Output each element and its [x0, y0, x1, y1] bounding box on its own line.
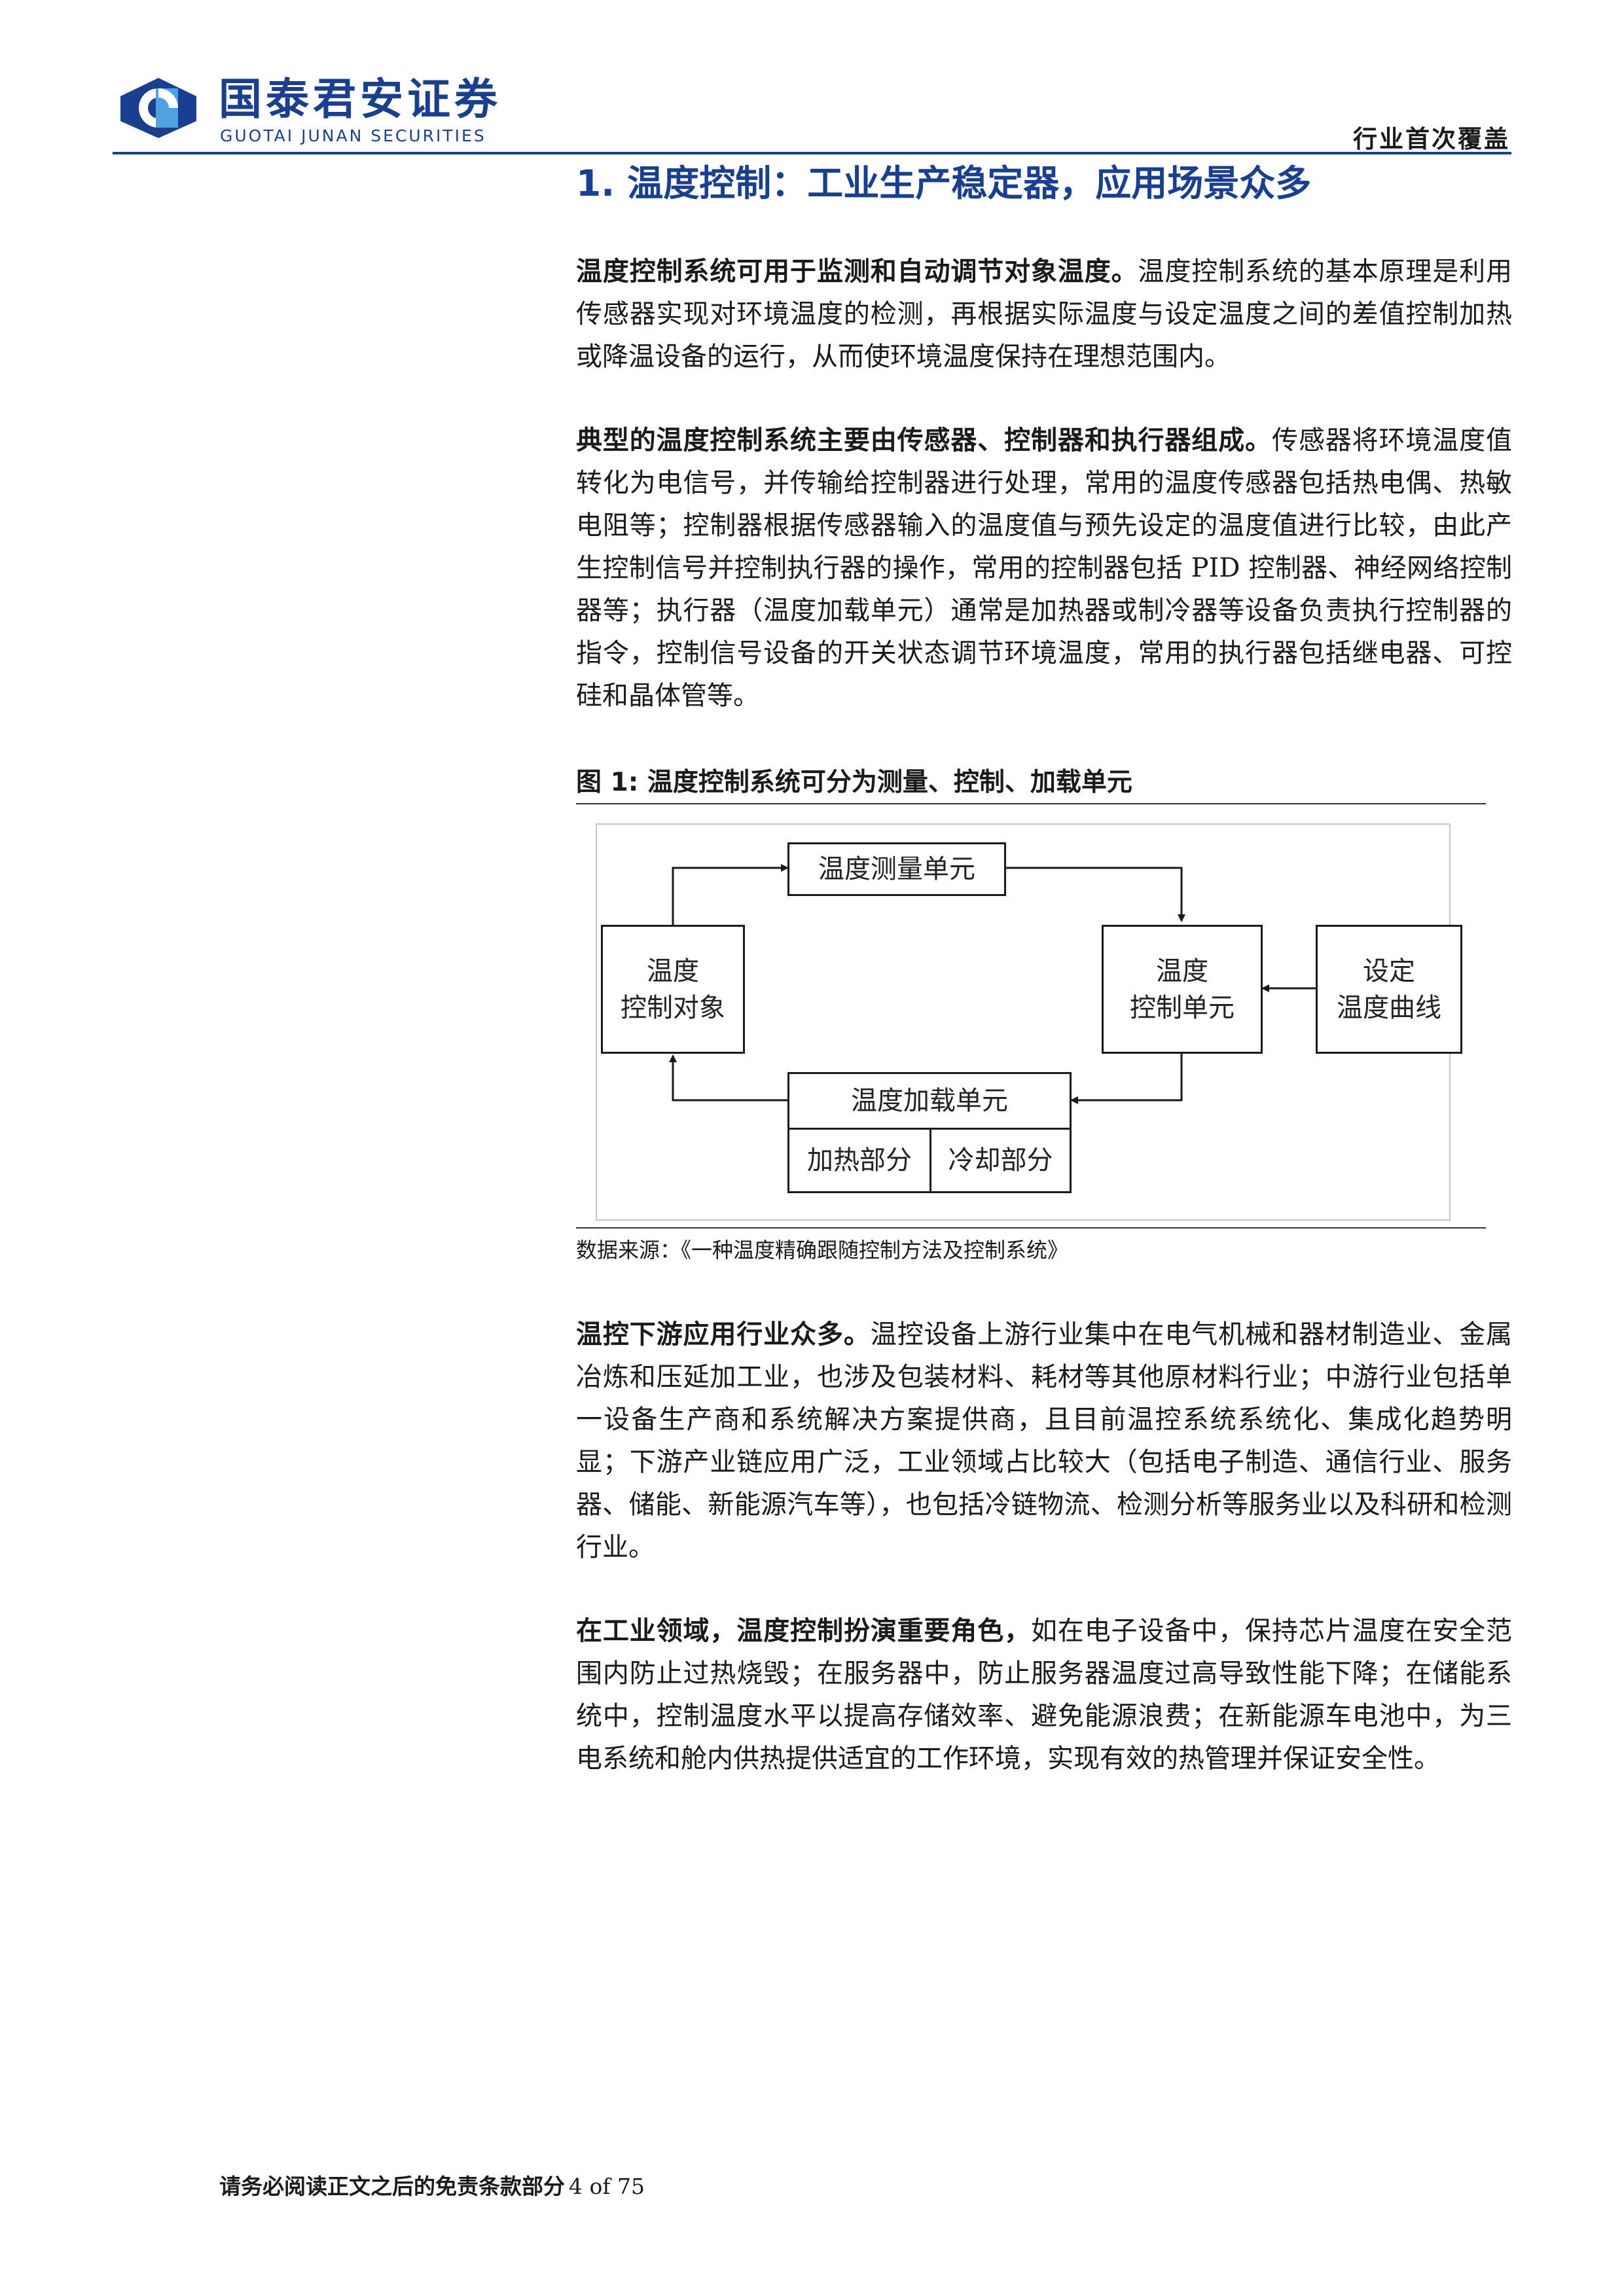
paragraph-4: 在工业领域，温度控制扮演重要角色，如在电子设备中，保持芯片温度在安全范围内防止过…: [576, 1610, 1512, 1780]
header-divider: [113, 152, 1511, 154]
paragraph-1-lead: 温度控制系统可用于监测和自动调节对象温度。: [576, 257, 1138, 287]
box-heating-part: 加热部分: [787, 1128, 931, 1193]
logo-mark-icon: [120, 78, 196, 138]
box-measure-unit: 温度测量单元: [787, 842, 1006, 896]
box-control-object-line2: 控制对象: [621, 992, 725, 1023]
paragraph-2: 典型的温度控制系统主要由传感器、控制器和执行器组成。传感器将环境温度值转化为电信…: [576, 420, 1512, 717]
paragraph-3: 温控下游应用行业众多。温控设备上游行业集中在电气机械和器材制造业、金属冶炼和压延…: [576, 1314, 1512, 1569]
arrow-object-to-measure: [672, 864, 789, 925]
section-title: 1. 温度控制：工业生产稳定器，应用场景众多: [576, 162, 1312, 204]
paragraph-1: 温度控制系统可用于监测和自动调节对象温度。温度控制系统的基本原理是利用传感器实现…: [576, 251, 1512, 378]
paragraph-3-lead: 温控下游应用行业众多。: [576, 1319, 871, 1350]
box-control-unit: 温度控制单元: [1102, 925, 1263, 1054]
figure-top-rule: [576, 803, 1486, 804]
arrow-measure-to-control: [941, 867, 1185, 922]
figure-title: 图 1: 温度控制系统可分为测量、控制、加载单元: [576, 768, 1132, 797]
paragraph-4-lead: 在工业领域，温度控制扮演重要角色，: [576, 1616, 1031, 1646]
report-type-label: 行业首次覆盖: [1353, 125, 1510, 153]
company-logo: 国泰君安证券 GUOTAI JUNAN SECURITIES: [113, 75, 623, 147]
box-control-object-line1: 温度: [647, 956, 699, 986]
box-control-unit-line1: 温度: [1156, 956, 1208, 986]
paragraph-2-lead: 典型的温度控制系统主要由传感器、控制器和执行器组成。: [576, 425, 1272, 456]
box-control-unit-line2: 控制单元: [1130, 992, 1235, 1023]
paragraph-2-body: 传感器将环境温度值转化为电信号，并传输给控制器进行处理，常用的温度传感器包括热电…: [576, 425, 1513, 711]
figure-source: 数据来源：《一种温度精确跟随控制方法及控制系统》: [576, 1238, 1069, 1263]
box-setpoint-line1: 设定: [1363, 956, 1415, 986]
box-cooling-part: 冷却部分: [929, 1128, 1072, 1193]
arrow-load-to-object: [669, 1054, 787, 1102]
brand-name-en: GUOTAI JUNAN SECURITIES: [220, 126, 486, 145]
box-control-object: 温度控制对象: [601, 925, 745, 1054]
diagram-connectors: [669, 864, 1316, 1104]
footer-disclaimer: 请务必阅读正文之后的免责条款部分: [219, 2174, 565, 2199]
box-load-unit: 温度加载单元: [787, 1072, 1072, 1130]
control-system-diagram: 温度测量单元 温度控制对象 温度控制单元 设定温度曲线 温度加载单元 加热部分 …: [576, 808, 1486, 1221]
paragraph-3-body: 温控设备上游行业集中在电气机械和器材制造业、金属冶炼和压延加工业，也涉及包装材料…: [576, 1319, 1513, 1562]
box-setpoint-line2: 温度曲线: [1337, 992, 1441, 1023]
page-number: 4 of 75: [569, 2174, 645, 2199]
brand-name-cn: 国泰君安证券: [219, 74, 501, 124]
figure-bottom-rule: [576, 1227, 1486, 1229]
box-setpoint-curve: 设定温度曲线: [1316, 925, 1462, 1054]
paragraph-4-body: 如在电子设备中，保持芯片温度在安全范围内防止过热烧毁；在服务器中，防止服务器温度…: [576, 1616, 1512, 1774]
arrow-control-to-load: [1070, 1054, 1183, 1104]
paragraph-1-body: 温度控制系统的基本原理是利用传感器实现对环境温度的检测，再根据实际温度与设定温度…: [576, 257, 1513, 372]
